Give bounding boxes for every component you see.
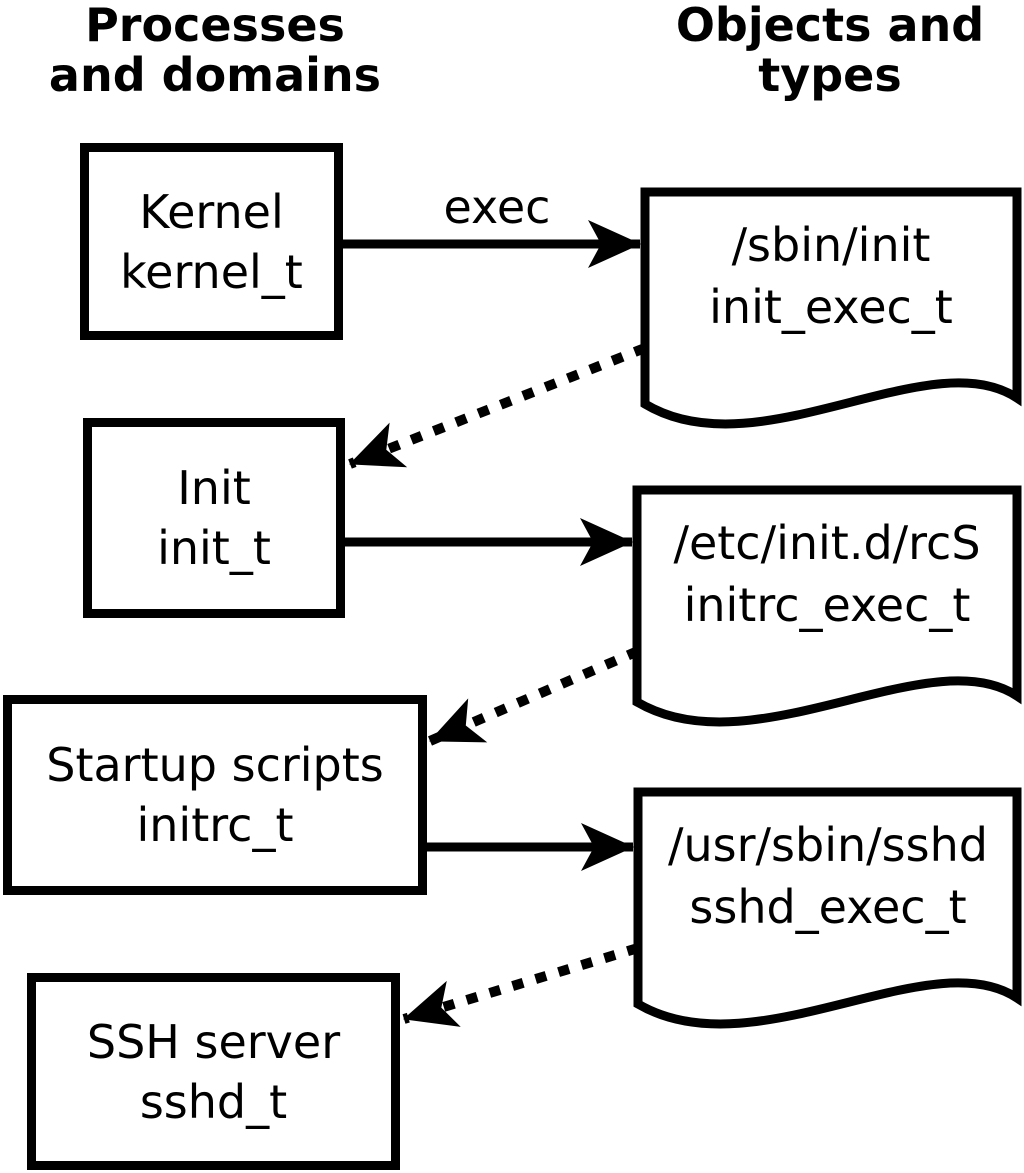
process-box-ssh-server: SSH server sshd_t — [27, 973, 400, 1170]
process-name: SSH server — [86, 1014, 341, 1069]
process-domain-type: init_t — [157, 521, 271, 575]
column-header-objects: Objects and types — [620, 0, 1024, 100]
header-line: Objects and — [675, 0, 985, 52]
exec-arrow-label: exec — [443, 180, 551, 234]
document-shape-etc-initd-rcs — [632, 485, 1022, 727]
header-line: types — [758, 48, 902, 102]
document-shape-usr-sbin-sshd — [633, 787, 1022, 1029]
process-domain-type: initrc_t — [136, 798, 294, 852]
transition-arrow-rcs-to-initrc-t — [428, 646, 640, 746]
document-shape-sbin-init — [640, 187, 1022, 429]
transition-arrow-sbin-init-to-init-t — [348, 343, 647, 469]
object-file-type: init_exec_t — [709, 280, 953, 334]
process-domain-type: sshd_t — [139, 1074, 288, 1129]
process-box-kernel: Kernel kernel_t — [80, 143, 343, 340]
object-file-type: initrc_exec_t — [683, 578, 971, 632]
process-domain-type: kernel_t — [120, 244, 303, 299]
process-name: Init — [177, 461, 251, 515]
object-file-type: sshd_exec_t — [689, 880, 967, 934]
object-label-etc-initd-rcs: /etc/init.d/rcS initrc_exec_t — [637, 490, 1017, 636]
transition-arrow-sshd-to-sshd-t — [402, 943, 640, 1027]
process-name: Startup scripts — [46, 738, 384, 792]
header-line: and domains — [48, 48, 382, 102]
object-label-usr-sbin-sshd: /usr/sbin/sshd sshd_exec_t — [638, 792, 1018, 938]
process-box-init: Init init_t — [83, 418, 345, 618]
object-path: /usr/sbin/sshd — [668, 818, 988, 872]
object-label-sbin-init: /sbin/init init_exec_t — [645, 192, 1017, 338]
process-box-startup-scripts: Startup scripts initrc_t — [3, 695, 427, 895]
column-header-processes: Processes and domains — [0, 0, 430, 100]
process-name: Kernel — [139, 184, 284, 239]
object-path: /sbin/init — [731, 218, 931, 272]
header-line: Processes — [85, 0, 345, 52]
object-path: /etc/init.d/rcS — [673, 516, 981, 570]
